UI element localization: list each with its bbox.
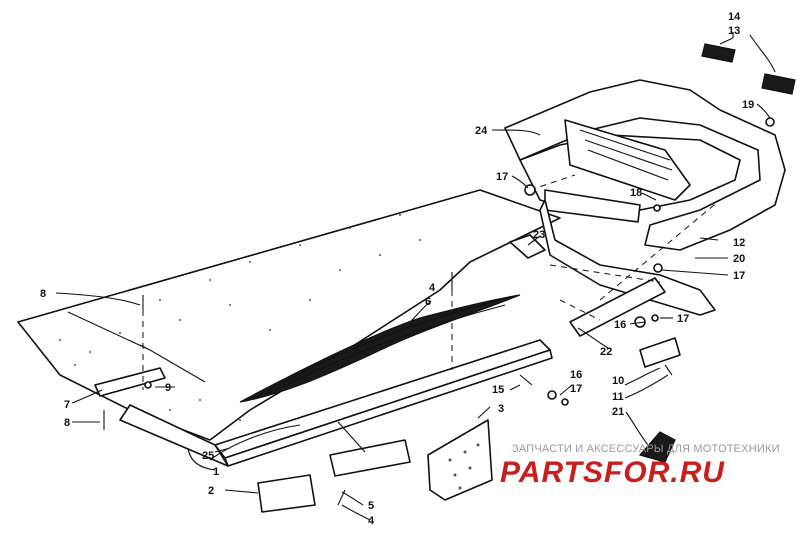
mount-plate-ribs — [579, 129, 673, 181]
assembly-line-a — [549, 264, 661, 283]
hinge-arm — [539, 199, 716, 316]
callout-17: 17 — [733, 270, 745, 282]
callout-13: 13 — [728, 25, 740, 37]
assembly-line-f — [559, 299, 601, 321]
callout-11: 11 — [612, 391, 624, 403]
callout-17: 17 — [496, 171, 508, 183]
latch-plate — [639, 337, 681, 368]
callout-12: 12 — [733, 237, 745, 249]
rivet-cluster — [509, 234, 546, 259]
callout-23: 23 — [533, 229, 545, 241]
assembly-line-b — [529, 174, 576, 191]
callout-17: 17 — [677, 313, 689, 325]
callout-18: 18 — [630, 187, 642, 199]
watermark-logo: PARTSFOR.RU — [500, 456, 725, 489]
callout-22: 22 — [600, 346, 612, 358]
mount-bracket-holes — [448, 443, 480, 490]
watermark-caption: ЗАПЧАСТИ И АКСЕССУАРЫ ДЛЯ МОТОТЕХНИКИ — [512, 443, 780, 455]
support-tube — [569, 277, 666, 337]
mud-flap-leader — [337, 421, 366, 453]
callout-1: 1 — [213, 466, 219, 478]
callout-21: 21 — [612, 406, 624, 418]
callout-14: 14 — [728, 11, 741, 23]
callout-2: 2 — [208, 485, 214, 497]
callout-leaders — [55, 32, 776, 521]
reflector-plate — [257, 474, 316, 513]
mount-plate — [564, 119, 691, 201]
decal-stripe — [239, 294, 521, 403]
callout-20: 20 — [733, 253, 745, 265]
callout-3: 3 — [498, 403, 504, 415]
small-bracket — [94, 367, 166, 397]
callout-8: 8 — [40, 288, 46, 300]
callout-15: 15 — [492, 384, 504, 396]
callout-5: 5 — [368, 500, 374, 512]
callout-25: 25 — [202, 450, 214, 462]
callout-6: 6 — [425, 296, 431, 308]
callout-4: 4 — [429, 282, 436, 294]
callout-16: 16 — [570, 369, 582, 381]
assembly-line-c — [599, 199, 721, 301]
callout-8: 8 — [64, 417, 70, 429]
decal-small — [701, 43, 736, 63]
decal-stripe-lines — [254, 299, 506, 399]
callout-7: 7 — [64, 399, 70, 411]
lower-side-panel — [119, 404, 229, 467]
decal-medium — [761, 73, 796, 95]
callout-10: 10 — [612, 375, 624, 387]
callout-17: 17 — [570, 383, 582, 395]
callout-19: 19 — [742, 99, 754, 111]
mount-bracket — [427, 419, 493, 501]
callout-24: 24 — [475, 125, 488, 137]
snap-clip — [638, 431, 676, 463]
callout-16: 16 — [614, 319, 626, 331]
panel-texture — [59, 214, 421, 421]
callout-4: 4 — [368, 515, 375, 527]
tunnel-panel-fold — [67, 311, 206, 383]
mud-flap — [329, 439, 411, 477]
tunnel-panel — [17, 189, 561, 441]
callout-9: 9 — [165, 382, 171, 394]
